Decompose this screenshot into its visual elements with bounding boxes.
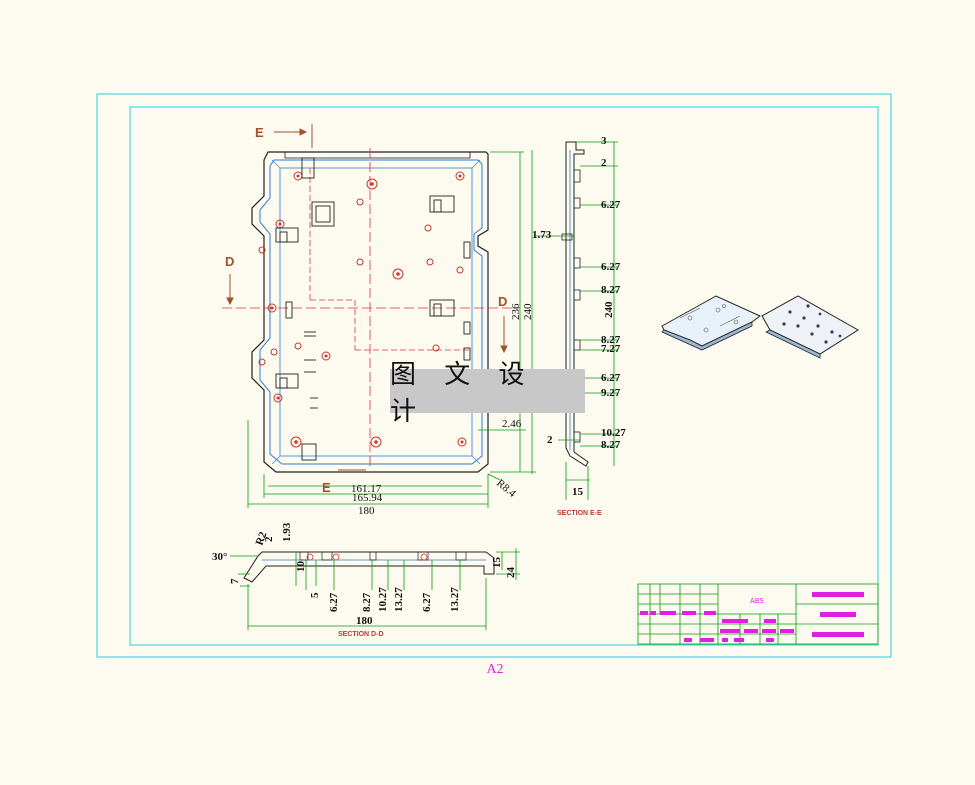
dd-dim-627a: 6.27 — [328, 592, 340, 612]
watermark-banner: 图 文 设 计 — [390, 360, 585, 427]
dd-dim-24: 24 — [505, 567, 517, 579]
dd-dim-2: 2 — [263, 536, 275, 542]
label-d-left: D — [225, 254, 234, 269]
ee-dim-827b: 8.27 — [601, 334, 621, 346]
dd-dim-7: 7 — [229, 578, 241, 584]
ee-dim-627a: 6.27 — [601, 199, 621, 211]
ee-dim-240: 240 — [603, 301, 615, 318]
dd-dim-180: 180 — [356, 615, 373, 627]
ee-dim-2a: 2 — [601, 157, 607, 169]
outer-frame — [96, 93, 892, 658]
section-dd-view: 30° 7 R2 2 1.93 10 5 6.27 8.27 10.27 13.… — [212, 522, 520, 638]
dim-180-front: 180 — [358, 505, 375, 517]
dim-246: 2.46 — [502, 418, 522, 430]
isometric-view-bottom — [761, 295, 859, 359]
sheet-size-label: A2 — [486, 662, 504, 677]
dd-dim-30deg: 30° — [212, 551, 227, 563]
dd-dim-15: 15 — [491, 557, 503, 569]
front-view: 161.17 165.94 180 236 240 R8.4 2.46 E D … — [222, 124, 536, 517]
material-label: ABS — [750, 597, 764, 605]
ee-dim-827c: 8.27 — [601, 439, 621, 451]
ee-dim-627c: 6.27 — [601, 372, 621, 384]
section-dd-title: SECTION D-D — [338, 631, 384, 638]
ee-dim-173: 1.73 — [532, 229, 552, 241]
dim-r8: R8.4 — [494, 477, 518, 500]
dim-240: 240 — [522, 303, 534, 320]
ee-dim-15: 15 — [572, 486, 584, 498]
label-e-top: E — [255, 125, 264, 140]
ee-dim-927: 9.27 — [601, 387, 621, 399]
dim-236: 236 — [510, 303, 522, 320]
inner-frame — [129, 106, 879, 646]
ee-dim-727: 7.27 — [601, 343, 621, 355]
label-d-right: D — [498, 294, 507, 309]
label-e-bottom: E — [322, 480, 331, 495]
dd-dim-5: 5 — [309, 592, 321, 598]
dd-dim-1327b: 13.27 — [449, 587, 461, 612]
section-ee-title: SECTION E-E — [557, 510, 602, 517]
ee-dim-3: 3 — [601, 135, 607, 147]
ee-dim-827a: 8.27 — [601, 284, 621, 296]
isometric-view-top — [661, 295, 761, 351]
title-block-marks — [640, 592, 864, 642]
ee-dim-2b: 2 — [547, 434, 553, 446]
dd-dim-r2: R2 — [254, 530, 270, 547]
dim-165: 165.94 — [352, 492, 383, 504]
dd-dim-10: 10 — [295, 561, 307, 573]
dim-161: 161.17 — [351, 483, 382, 495]
ee-dim-1027: 10.27 — [601, 427, 626, 439]
dd-dim-1027: 10.27 — [377, 587, 389, 612]
ee-dim-627b: 6.27 — [601, 261, 621, 273]
dd-dim-193: 1.93 — [281, 522, 293, 542]
dd-dim-1327a: 13.27 — [393, 587, 405, 612]
dd-dim-827: 8.27 — [361, 592, 373, 612]
dd-dim-627b: 6.27 — [421, 592, 433, 612]
section-ee-view: 3 2 6.27 1.73 6.27 8.27 240 8.27 7.27 6.… — [532, 135, 626, 517]
